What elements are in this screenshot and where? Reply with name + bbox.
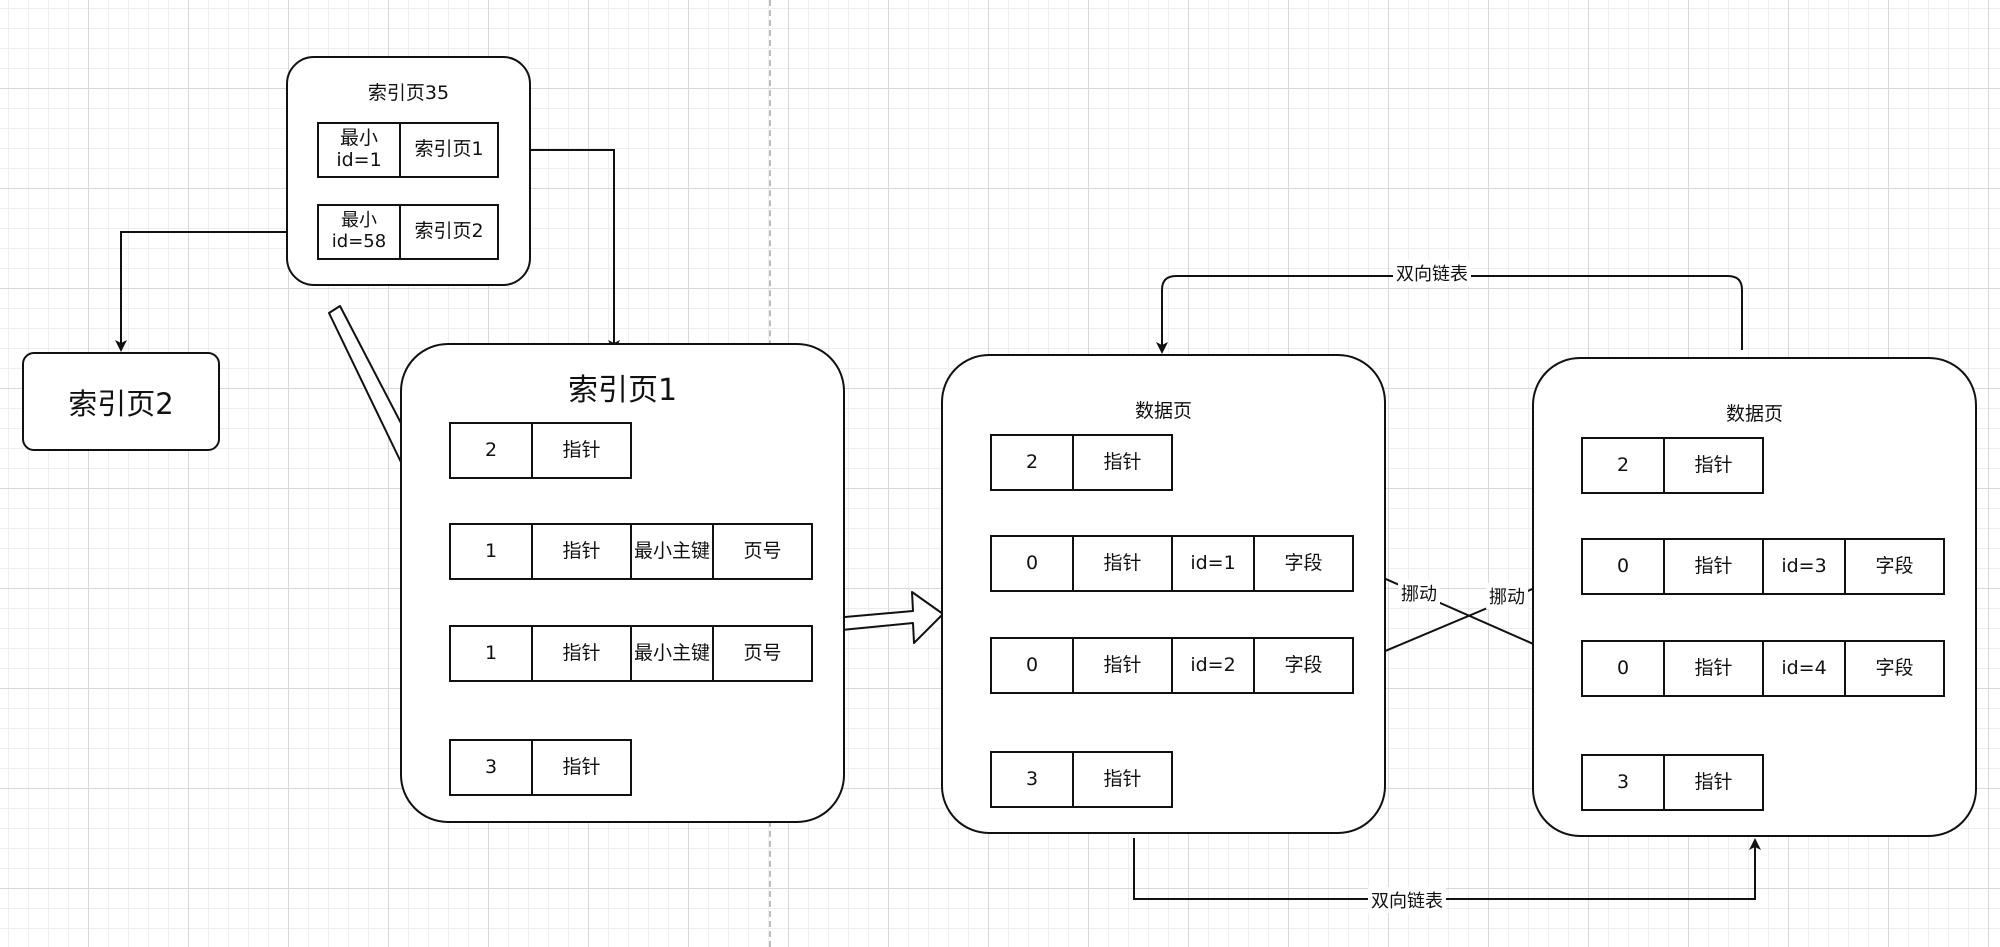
dataB-row: 2 指针 — [1581, 437, 1764, 494]
dataA-row: 2 指针 — [990, 434, 1173, 491]
index1-row: 3 指针 — [449, 739, 632, 796]
pointer-cell: 指针 — [1663, 640, 1764, 697]
pointer-cell: 指针 — [1663, 538, 1764, 595]
record-type-cell: 3 — [990, 751, 1074, 808]
data-page-b-title: 数据页 — [1725, 403, 1783, 425]
pointer-cell: 指针 — [1663, 437, 1764, 494]
dataB-row: 3 指针 — [1581, 754, 1764, 811]
min-id-cell: 最小id=1 — [317, 122, 401, 178]
field-cell: 字段 — [1253, 535, 1354, 592]
index-page-2-title: 索引页2 — [68, 386, 174, 421]
record-type-cell: 1 — [449, 625, 533, 682]
index35-row-2: 最小 id=58 索引页2 — [317, 204, 499, 260]
field-cell: 字段 — [1844, 538, 1945, 595]
pointer-cell: 指针 — [531, 523, 632, 580]
id-cell: id=2 — [1171, 637, 1255, 694]
record-type-cell: 2 — [449, 422, 533, 479]
pointer-cell: 指针 — [1663, 754, 1764, 811]
record-type-cell: 2 — [990, 434, 1074, 491]
field-cell: 字段 — [1844, 640, 1945, 697]
pointer-cell: 指针 — [531, 739, 632, 796]
record-type-cell: 1 — [449, 523, 533, 580]
id-cell: id=3 — [1762, 538, 1846, 595]
record-type-cell: 3 — [449, 739, 533, 796]
pointer-cell: 指针 — [1072, 637, 1173, 694]
record-type-cell: 0 — [990, 535, 1074, 592]
min-key-cell: 最小主键 — [630, 625, 714, 682]
id-cell: id=1 — [1171, 535, 1255, 592]
dataB-row: 0 指针 id=3 字段 — [1581, 538, 1945, 595]
pointer-cell: 指针 — [531, 625, 632, 682]
target-page-cell[interactable]: 索引页1 — [399, 122, 499, 178]
dataB-row: 0 指针 id=4 字段 — [1581, 640, 1945, 697]
bottom-linked-list-label: 双向链表 — [1368, 887, 1446, 913]
dataA-row: 0 指针 id=2 字段 — [990, 637, 1354, 694]
record-type-cell: 3 — [1581, 754, 1665, 811]
move-label-left: 挪动 — [1398, 580, 1440, 606]
pointer-cell: 指针 — [531, 422, 632, 479]
top-linked-list-label: 双向链表 — [1393, 260, 1471, 286]
field-cell: 字段 — [1253, 637, 1354, 694]
dataA-row: 0 指针 id=1 字段 — [990, 535, 1354, 592]
index1-row: 2 指针 — [449, 422, 632, 479]
index-page-2[interactable]: 索引页2 — [22, 352, 220, 451]
min-id-cell: 最小 id=58 — [317, 204, 401, 260]
min-key-cell: 最小主键 — [630, 523, 714, 580]
index1-row: 1 指针 最小主键 页号 — [449, 523, 813, 580]
pointer-cell: 指针 — [1072, 535, 1173, 592]
target-page-cell[interactable]: 索引页2 — [399, 204, 499, 260]
index-page-1-title: 索引页1 — [567, 373, 678, 408]
pointer-cell: 指针 — [1072, 434, 1173, 491]
record-type-cell: 2 — [1581, 437, 1665, 494]
index1-row: 1 指针 最小主键 页号 — [449, 625, 813, 682]
index-page-35-title: 索引页35 — [367, 82, 450, 104]
record-type-cell: 0 — [1581, 640, 1665, 697]
data-page-a-title: 数据页 — [1134, 400, 1192, 422]
move-label-right: 挪动 — [1486, 583, 1528, 609]
index35-row-1: 最小id=1 索引页1 — [317, 122, 499, 178]
page-number-cell: 页号 — [712, 625, 813, 682]
record-type-cell: 0 — [1581, 538, 1665, 595]
page-number-cell: 页号 — [712, 523, 813, 580]
edge-top-linked-list — [1156, 275, 1743, 354]
edge-index35-to-index2 — [115, 231, 286, 352]
id-cell: id=4 — [1762, 640, 1846, 697]
dataA-row: 3 指针 — [990, 751, 1173, 808]
pointer-cell: 指针 — [1072, 751, 1173, 808]
record-type-cell: 0 — [990, 637, 1074, 694]
